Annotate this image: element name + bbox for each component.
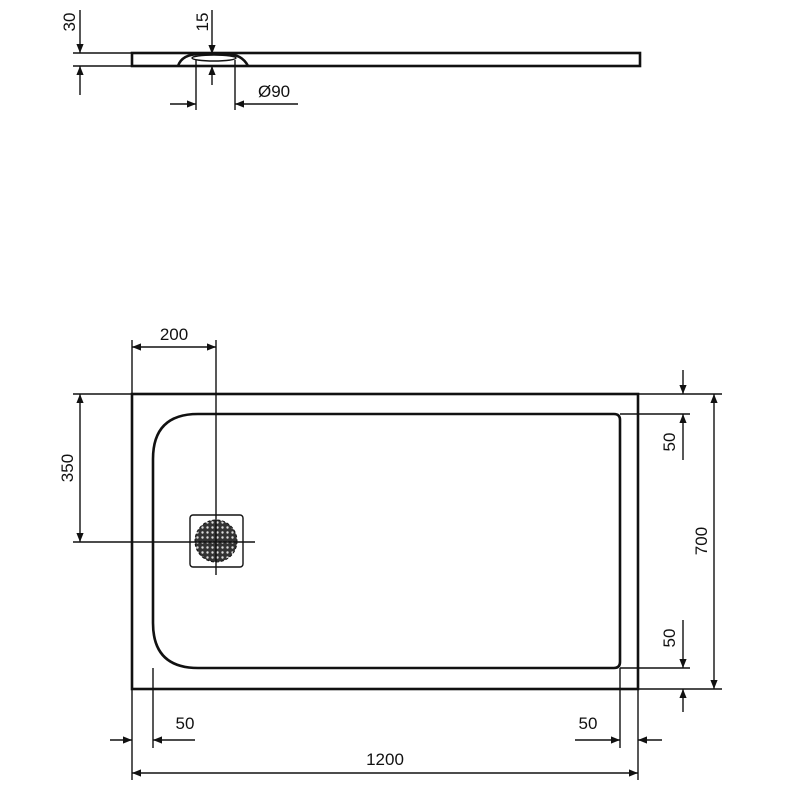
dim-width-label: 700 bbox=[692, 527, 711, 555]
dim-height-label: 30 bbox=[60, 13, 79, 32]
drain-profile bbox=[176, 52, 250, 67]
dim-border-top-label: 50 bbox=[660, 433, 679, 452]
dim-length-label: 1200 bbox=[366, 750, 404, 769]
dim-drain-y-label: 350 bbox=[58, 454, 77, 482]
dim-border-right-label: 50 bbox=[579, 714, 598, 733]
dim-border-bottom-label: 50 bbox=[660, 629, 679, 648]
tray-profile bbox=[130, 51, 642, 68]
plan-view: 200 350 700 50 50 1200 50 50 bbox=[58, 325, 722, 780]
side-view: 30 15 Ø90 bbox=[60, 10, 642, 110]
dim-drain-x-label: 200 bbox=[160, 325, 188, 344]
dim-border-left-label: 50 bbox=[176, 714, 195, 733]
tray-inner-basin bbox=[151, 412, 622, 670]
dim-drain-diameter-label: Ø90 bbox=[258, 82, 290, 101]
dim-drain-depth-label: 15 bbox=[193, 13, 212, 32]
